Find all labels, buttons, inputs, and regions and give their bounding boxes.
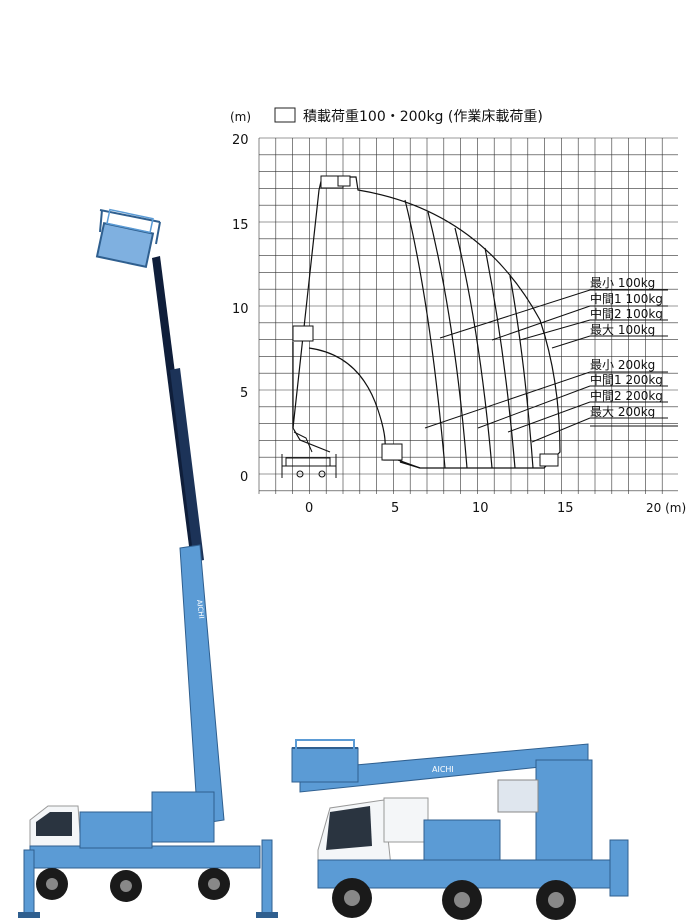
annotation-label: 最大 200kg — [590, 405, 655, 419]
annotation-labels-200kg: 最小 200kg 中間1 200kg 中間2 200kg 最大 200kg — [590, 358, 663, 419]
annotation-label: 最大 100kg — [590, 323, 655, 337]
boom-logo: AICHI — [432, 765, 454, 774]
y-tick-label: 20 — [232, 133, 249, 148]
x-tick-label: 15 — [557, 501, 574, 516]
legend-swatch — [274, 107, 296, 123]
chassis — [29, 845, 261, 869]
annotation-label: 中間2 200kg — [590, 388, 663, 403]
platform-marker — [292, 325, 314, 342]
truck-right-boom-stowed: AICHI — [291, 739, 629, 920]
platform-marker — [337, 175, 351, 187]
grid-lines — [258, 137, 678, 494]
contour-line — [509, 275, 534, 469]
annotation-label: 中間2 100kg — [590, 306, 663, 321]
turret — [151, 791, 215, 843]
y-tick-label: 15 — [232, 218, 249, 233]
x-tick-label: 0 — [305, 501, 313, 516]
outrigger — [261, 839, 273, 917]
y-tick-labels: 20 15 10 5 0 — [232, 133, 249, 485]
platform-bucket — [95, 208, 161, 269]
outer-envelope-curve — [292, 176, 561, 469]
contour-line — [484, 247, 516, 469]
platform-marker — [381, 443, 403, 461]
platform-marker — [539, 453, 559, 467]
x-tick-label: 5 — [391, 501, 399, 516]
lift-tower — [535, 759, 593, 869]
boom-mid-section — [170, 368, 204, 562]
contour-line — [427, 211, 468, 469]
inner-envelope-left — [292, 342, 331, 453]
annotation-label: 最小 200kg — [590, 358, 655, 372]
y-tick-label: 10 — [232, 302, 249, 317]
y-tick-label: 0 — [240, 470, 248, 485]
annotation-lines — [424, 289, 678, 443]
y-tick-label: 5 — [240, 386, 248, 401]
annotation-label: 中間1 200kg — [590, 372, 663, 387]
boom-logo: AICHI — [195, 599, 205, 619]
x-axis-unit: 20 (m) — [646, 501, 686, 515]
annotation-label: 中間1 100kg — [590, 291, 663, 306]
annotation-label: 最小 100kg — [590, 276, 655, 290]
contour-line — [454, 227, 493, 469]
truck-left-boom-extended: AICHI — [18, 208, 278, 918]
x-tick-labels: 0 5 10 15 — [305, 501, 574, 516]
platform-markers — [292, 175, 559, 467]
working-envelope — [292, 176, 561, 469]
legend-label: 積載荷重100・200kg (作業床載荷重) — [303, 109, 543, 125]
annotation-labels-100kg: 最小 100kg 中間1 100kg 中間2 100kg 最大 100kg — [590, 276, 663, 337]
platform-basket — [291, 739, 359, 783]
x-tick-label: 10 — [472, 501, 489, 516]
y-axis-unit: (m) — [230, 110, 251, 124]
mini-truck-outline — [281, 431, 337, 478]
outrigger — [23, 849, 35, 917]
boom-lower-section — [179, 544, 225, 825]
working-range-diagram: 積載荷重100・200kg (作業床載荷重) (m) 20 (m) 20 15 … — [230, 107, 686, 516]
contour-line — [404, 199, 446, 469]
